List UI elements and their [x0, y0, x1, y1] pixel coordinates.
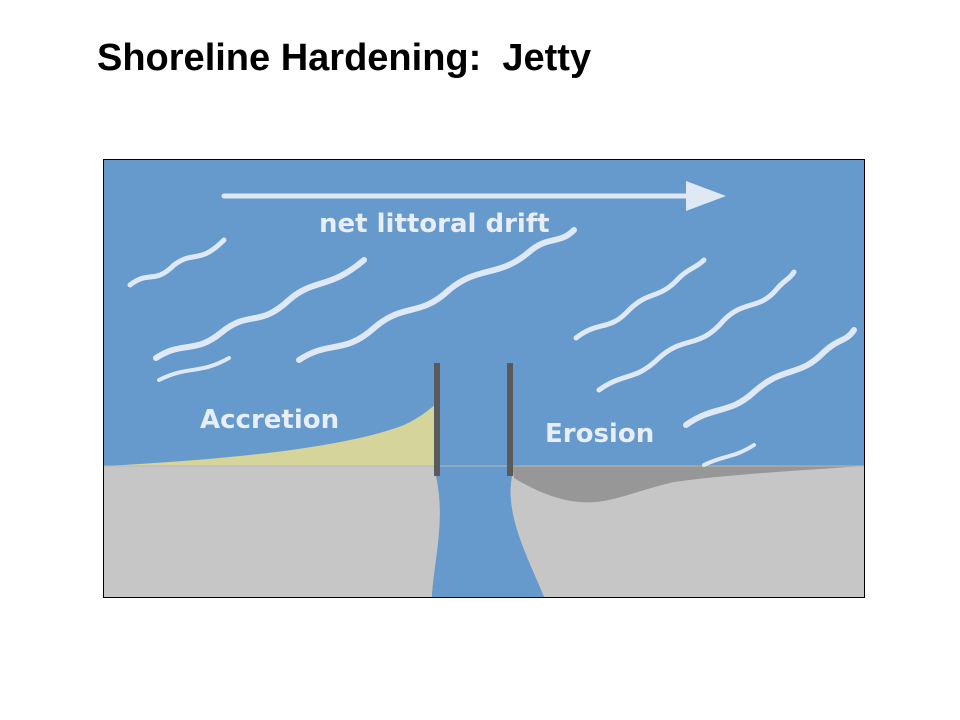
jetty-diagram: net littoral drift Accretion Erosion — [103, 159, 865, 598]
erosion-label: Erosion — [545, 419, 654, 449]
wave — [127, 237, 227, 288]
wave — [596, 269, 797, 393]
slide-title: Shoreline Hardening: Jetty — [97, 37, 592, 79]
wave — [683, 327, 857, 428]
inlet-channel — [432, 466, 544, 597]
wave — [702, 443, 756, 467]
wave — [573, 257, 707, 341]
land-area — [104, 466, 440, 597]
waves — [127, 227, 857, 467]
drift-label: net littoral drift — [319, 209, 550, 239]
accretion-label: Accretion — [200, 405, 339, 435]
wave — [157, 356, 231, 382]
jetty-right — [507, 363, 513, 476]
wave — [296, 227, 577, 363]
jetty-left — [434, 363, 440, 476]
accretion-sand — [104, 403, 437, 466]
wave — [153, 257, 367, 361]
erosion-zone — [512, 466, 864, 503]
